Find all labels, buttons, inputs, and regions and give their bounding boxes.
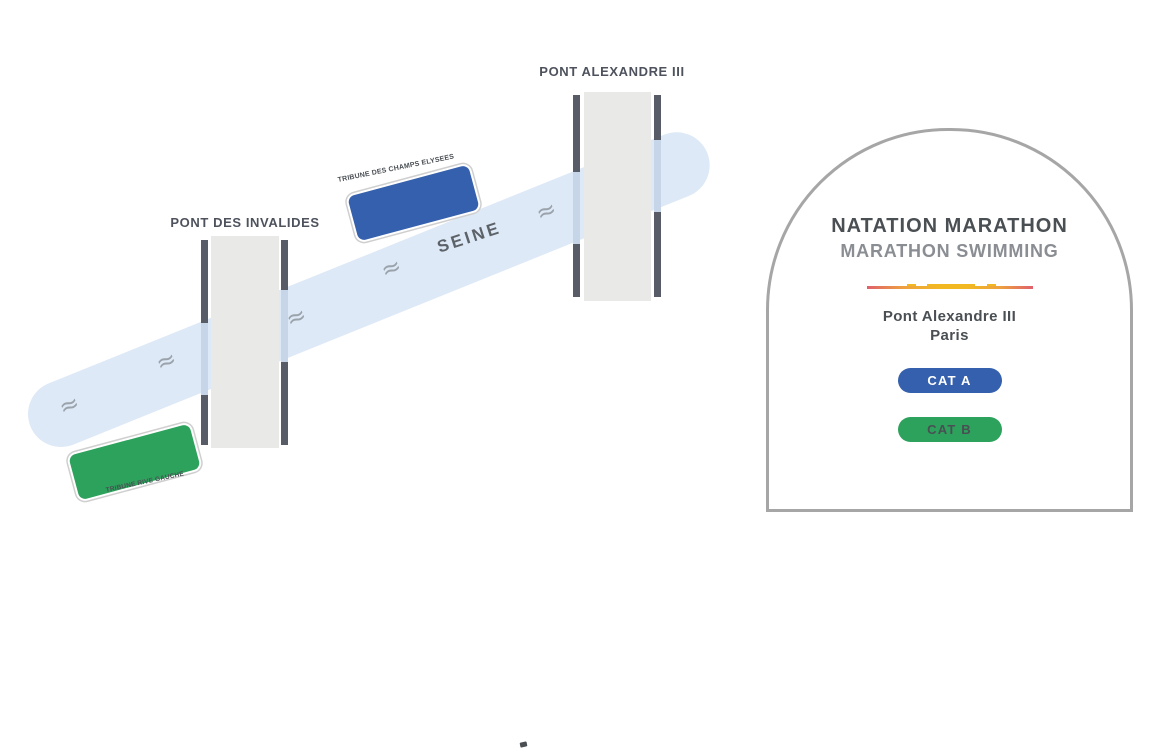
bridge-rail [281, 240, 288, 290]
bridge-rail [281, 362, 288, 445]
cutoff-glyph [519, 741, 528, 748]
bridge-label-pont-des-invalides: PONT DES INVALIDES [170, 215, 320, 230]
bridge-rail [573, 95, 580, 172]
bridge-label-pont-alexandre-iii: PONT ALEXANDRE III [539, 64, 685, 79]
bridge-rail [281, 290, 288, 362]
bridge-rail [201, 395, 208, 445]
divider-bump [926, 284, 975, 286]
bridge-rail [201, 240, 208, 323]
bridge-rail [654, 95, 661, 140]
bridge-deck-pont-alexandre-iii [584, 92, 651, 301]
info-panel: NATATION MARATHON MARATHON SWIMMING Pont… [766, 128, 1133, 512]
bridge-rail [573, 244, 580, 297]
venue-city: Paris [930, 327, 969, 344]
divider-line [866, 284, 1033, 289]
cat-b-button[interactable]: CAT B [897, 417, 1002, 442]
bridge-rail [654, 140, 661, 212]
bridge-deck-pont-des-invalides [211, 236, 279, 448]
divider-bump [906, 284, 916, 286]
event-title-en: MARATHON SWIMMING [840, 241, 1059, 261]
bridge-rail [573, 172, 580, 244]
cat-a-button[interactable]: CAT A [897, 368, 1002, 393]
bridge-rail [654, 212, 661, 297]
bridge-rail [201, 323, 208, 395]
divider-bump [986, 284, 996, 286]
venue-name: Pont Alexandre III [882, 308, 1017, 325]
event-title-fr: NATATION MARATHON [831, 215, 1068, 237]
